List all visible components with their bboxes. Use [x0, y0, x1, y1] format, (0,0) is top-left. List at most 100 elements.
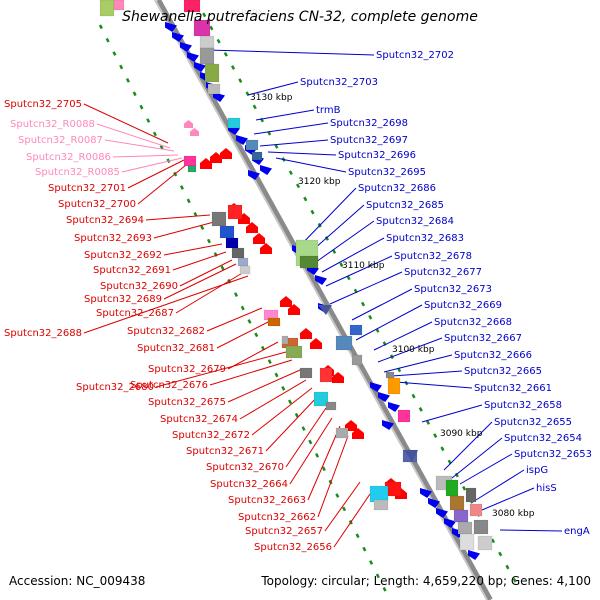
left-leader-line: [83, 103, 169, 144]
reverse-gene-arrow: [428, 498, 440, 508]
feature-block: [187, 165, 197, 173]
reverse-gene-arrow: [260, 165, 272, 175]
right-leader-line: [253, 122, 329, 135]
reverse-gene-arrow: [213, 92, 225, 102]
right-gene-label: Sputcn32_2653: [514, 449, 592, 460]
left-leader-line: [324, 481, 361, 532]
forward-gene-arrow: [220, 148, 232, 159]
left-leader-line: [112, 154, 179, 158]
right-leader-line: [247, 81, 299, 96]
right-gene-label: Sputcn32_2697: [330, 135, 408, 146]
right-leader-line: [315, 220, 375, 263]
right-leader-line: [459, 453, 513, 485]
left-gene-label: Sputcn32_2691: [93, 265, 171, 276]
left-leader-line: [227, 341, 279, 370]
left-gene-label: Sputcn32_2676: [130, 380, 208, 391]
left-gene-label: Sputcn32_2701: [48, 183, 126, 194]
forward-gene-block: [319, 367, 333, 383]
left-leader-line: [83, 275, 249, 334]
right-leader-line: [321, 237, 385, 273]
right-leader-line: [451, 437, 503, 479]
right-gene-label: Sputcn32_2673: [414, 284, 492, 295]
feature-block: [237, 257, 249, 267]
right-gene-label: hisS: [536, 483, 557, 494]
left-leader-line: [333, 493, 371, 548]
right-gene-label: Sputcn32_2658: [484, 400, 562, 411]
feature-block: [397, 409, 411, 423]
left-leader-line: [145, 214, 211, 221]
right-leader-line: [329, 271, 403, 305]
right-gene-label: Sputcn32_2695: [348, 167, 426, 178]
reverse-gene-arrow: [172, 32, 184, 42]
right-gene-label: Sputcn32_2685: [366, 200, 444, 211]
feature-block: [299, 255, 319, 269]
reverse-gene-arrow: [315, 275, 327, 285]
left-leader-line: [285, 407, 327, 468]
forward-gene-arrow: [210, 152, 222, 163]
feature-block: [335, 335, 353, 351]
reverse-gene-arrow: [420, 488, 432, 498]
right-leader-line: [377, 337, 443, 363]
right-gene-label: Sputcn32_2666: [454, 350, 532, 361]
right-gene-label: Sputcn32_2696: [338, 150, 416, 161]
left-leader-line: [265, 395, 319, 452]
forward-gene-arrow: [280, 296, 292, 307]
left-leader-line: [153, 221, 215, 239]
reverse-gene-arrow: [444, 518, 456, 528]
coordinate-tick-label: 3090 kbp: [440, 429, 483, 439]
feature-block: [385, 371, 395, 379]
right-leader-line: [443, 421, 493, 471]
right-gene-label: Sputcn32_2698: [330, 118, 408, 129]
left-leader-line: [172, 251, 227, 271]
right-leader-line: [295, 187, 357, 251]
right-gene-label: Sputcn32_2654: [504, 433, 582, 444]
feature-block: [239, 265, 251, 275]
left-gene-label: Sputcn32_2674: [160, 414, 238, 425]
left-gene-label: Sputcn32_R0088: [10, 119, 95, 130]
left-gene-label: Sputcn32_2682: [127, 326, 205, 337]
left-gene-label: Sputcn32_2679: [148, 364, 226, 375]
left-gene-label: Sputcn32_2671: [186, 446, 264, 457]
left-gene-label: Sputcn32_2662: [238, 512, 316, 523]
left-gene-label: Sputcn32_2693: [74, 233, 152, 244]
left-gene-label: Sputcn32_2680: [76, 382, 154, 393]
right-leader-line: [475, 469, 525, 501]
feature-block: [369, 485, 389, 503]
right-gene-label: Sputcn32_2678: [394, 251, 472, 262]
right-leader-line: [395, 381, 473, 389]
feature-block: [245, 139, 259, 151]
reverse-gene-arrow: [248, 170, 260, 180]
left-leader-line: [155, 351, 287, 388]
reverse-gene-arrow: [318, 305, 332, 315]
left-leader-line: [317, 435, 349, 518]
right-gene-label: Sputcn32_2703: [300, 77, 378, 88]
coordinate-tick-label: 3130 kbp: [250, 93, 293, 103]
right-gene-label: Sputcn32_2655: [494, 417, 572, 428]
feature-block: [351, 354, 363, 366]
feature-block: [457, 521, 473, 535]
feature-block: [335, 427, 349, 439]
reverse-gene-arrow: [468, 550, 480, 560]
left-gene-label: Sputcn32_R0086: [26, 152, 111, 163]
left-gene-label: Sputcn32_2700: [58, 199, 136, 210]
right-leader-line: [255, 109, 315, 121]
right-leader-line: [391, 370, 463, 377]
left-leader-line: [209, 359, 293, 386]
feature-block: [373, 499, 389, 511]
right-gene-label: Sputcn32_2677: [404, 267, 482, 278]
forward-gene-arrow: [332, 372, 344, 383]
feature-block: [225, 237, 239, 249]
left-gene-label: Sputcn32_R0085: [35, 167, 120, 178]
left-gene-label: Sputcn32_2672: [172, 430, 250, 441]
left-leader-line: [104, 139, 175, 152]
left-gene-label: Sputcn32_2675: [148, 397, 226, 408]
right-gene-label: Sputcn32_2702: [376, 50, 454, 61]
track-guide-inner: [98, 24, 392, 600]
right-gene-label: engA: [564, 526, 590, 537]
watermark-text: PAPAPA: [230, 9, 264, 19]
right-gene-label: trmB: [316, 105, 341, 116]
left-gene-label: Sputcn32_2692: [84, 250, 162, 261]
forward-gene-arrow: [310, 338, 322, 349]
feature-block: [211, 211, 227, 227]
